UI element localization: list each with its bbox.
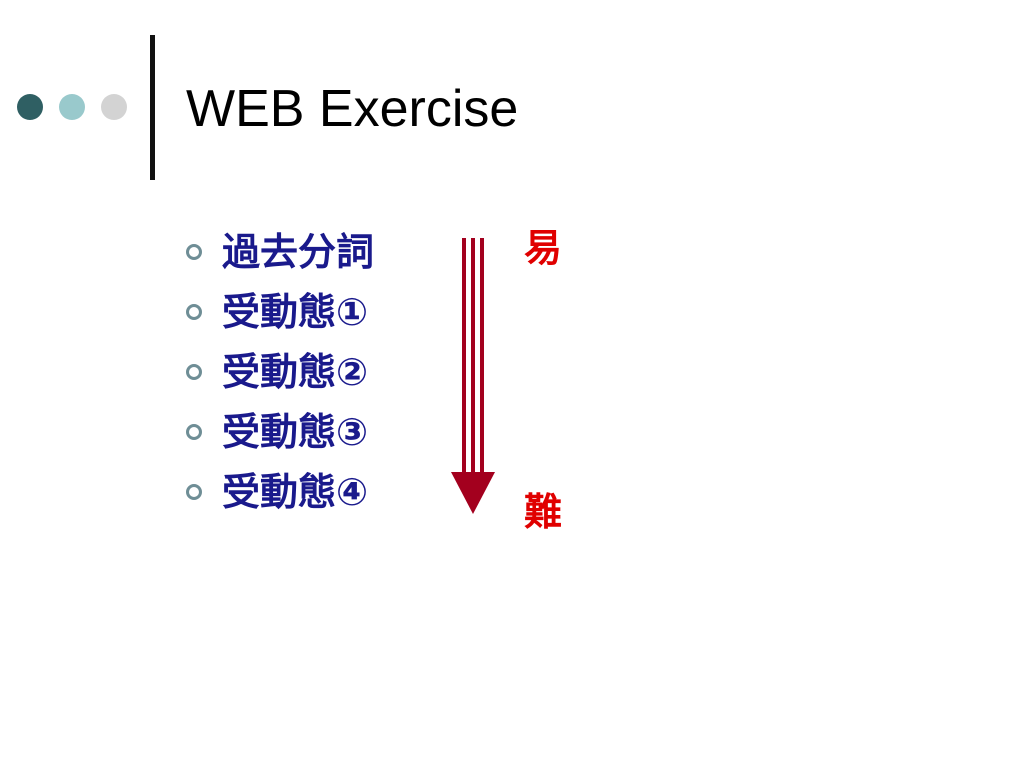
bullet-label: 過去分詞 [222,230,375,274]
ring-bullet-icon [186,364,202,380]
dot-mid-icon [59,94,85,120]
slide-title: WEB Exercise [186,80,519,138]
ring-bullet-icon [186,424,202,440]
bullet-label: 受動態① [222,290,369,334]
ring-bullet-icon [186,304,202,320]
list-item: 受動態④ [186,462,374,522]
ring-bullet-icon [186,484,202,500]
easy-label: 易 [524,226,563,270]
list-item: 受動態② [186,342,374,402]
dot-light-icon [101,94,127,120]
down-arrow-icon [451,238,495,514]
bullet-list: 過去分詞 受動態① 受動態② 受動態③ 受動態④ [186,222,374,522]
list-item: 受動態③ [186,402,374,462]
three-dots-icon [17,94,143,120]
dot-dark-icon [17,94,43,120]
list-item: 受動態① [186,282,374,342]
hard-label: 難 [524,490,563,534]
bullet-label: 受動態④ [222,470,369,514]
ring-bullet-icon [186,244,202,260]
bullet-label: 受動態② [222,350,369,394]
title-divider [150,35,155,180]
bullet-label: 受動態③ [222,410,369,454]
list-item: 過去分詞 [186,222,374,282]
